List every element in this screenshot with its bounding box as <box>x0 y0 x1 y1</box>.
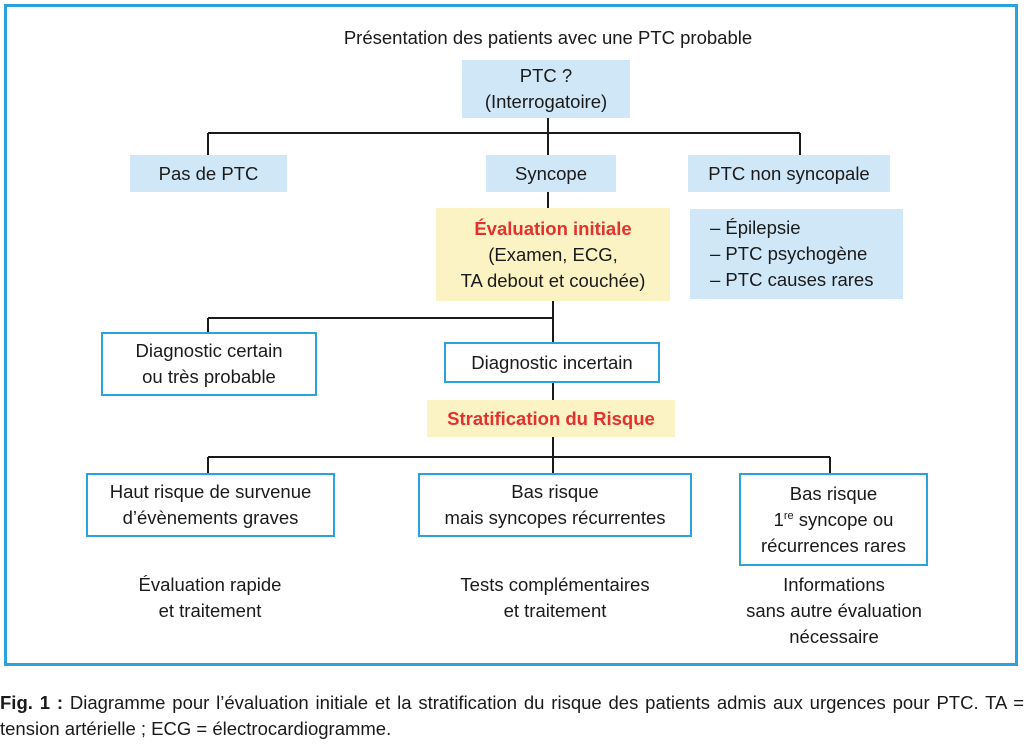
list-item-causes-rares: – PTC causes rares <box>710 269 874 290</box>
low-first-line3: récurrences rares <box>761 534 906 556</box>
action-first-line2: sans autre évaluation <box>746 600 922 621</box>
initial-eval-line3: TA debout et couchée) <box>460 269 646 291</box>
list-item-psychogene: – PTC psychogène <box>710 243 868 264</box>
diag-certain-line2: ou très probable <box>142 366 276 387</box>
action-first-line3: nécessaire <box>789 626 879 647</box>
box-diag-certain: Diagnostic certain ou très probable <box>101 332 317 396</box>
high-risk-line1: Haut risque de survenue <box>109 481 312 502</box>
diag-certain-line1: Diagnostic certain <box>135 340 283 361</box>
low-first-line2: 1re syncope ou <box>773 508 894 530</box>
action-recurrent-line2: et traitement <box>503 600 607 621</box>
action-high-risk: Évaluation rapide et traitement <box>80 572 340 624</box>
box-high-risk: Haut risque de survenue d’évènements gra… <box>86 473 335 537</box>
box-right-list: – Épilepsie – PTC psychogène – PTC cause… <box>690 209 903 299</box>
action-low-first: Informations sans autre évaluation néces… <box>720 572 948 650</box>
list-item-epilepsie: – Épilepsie <box>710 217 801 238</box>
risk-strat-label: Stratification du Risque <box>447 407 655 429</box>
high-risk-line2: d’évènements graves <box>122 507 299 528</box>
low-recurrent-line2: mais syncopes récurrentes <box>444 507 666 528</box>
figure-caption: Fig. 1 : Diagramme pour l’évaluation ini… <box>0 690 1024 742</box>
initial-eval-line2: (Examen, ECG, <box>488 243 618 265</box>
box-low-first: Bas risque 1re syncope ou récurrences ra… <box>739 473 928 566</box>
low-recurrent-line1: Bas risque <box>511 481 599 502</box>
action-high-line1: Évaluation rapide <box>138 574 282 595</box>
caption-label: Fig. 1 : <box>0 692 64 713</box>
box-syncope: Syncope <box>486 155 616 192</box>
action-recurrent-line1: Tests complémentaires <box>460 574 650 595</box>
root-box-ptc: PTC ? (Interrogatoire) <box>462 60 630 118</box>
low-first-line1: Bas risque <box>789 482 878 504</box>
action-high-line2: et traitement <box>158 600 262 621</box>
root-line1: PTC ? <box>519 65 573 86</box>
box-pas-de-ptc: Pas de PTC <box>130 155 287 192</box>
box-diag-uncertain: Diagnostic incertain <box>444 342 660 383</box>
diagram-frame <box>4 4 1018 666</box>
caption-text: Diagramme pour l’évaluation initiale et … <box>0 692 1024 739</box>
box-low-recurrent: Bas risque mais syncopes récurrentes <box>418 473 692 537</box>
box-risk-strat: Stratification du Risque <box>427 400 675 437</box>
diagram-title: Présentation des patients avec une PTC p… <box>343 27 753 48</box>
initial-eval-title: Évaluation initiale <box>474 217 632 239</box>
root-line2: (Interrogatoire) <box>484 91 608 112</box>
box-ptc-non-syncopale: PTC non syncopale <box>688 155 890 192</box>
box-initial-eval: Évaluation initiale (Examen, ECG, TA deb… <box>436 208 670 301</box>
action-first-line1: Informations <box>783 574 885 595</box>
action-low-recurrent: Tests complémentaires et traitement <box>418 572 692 624</box>
